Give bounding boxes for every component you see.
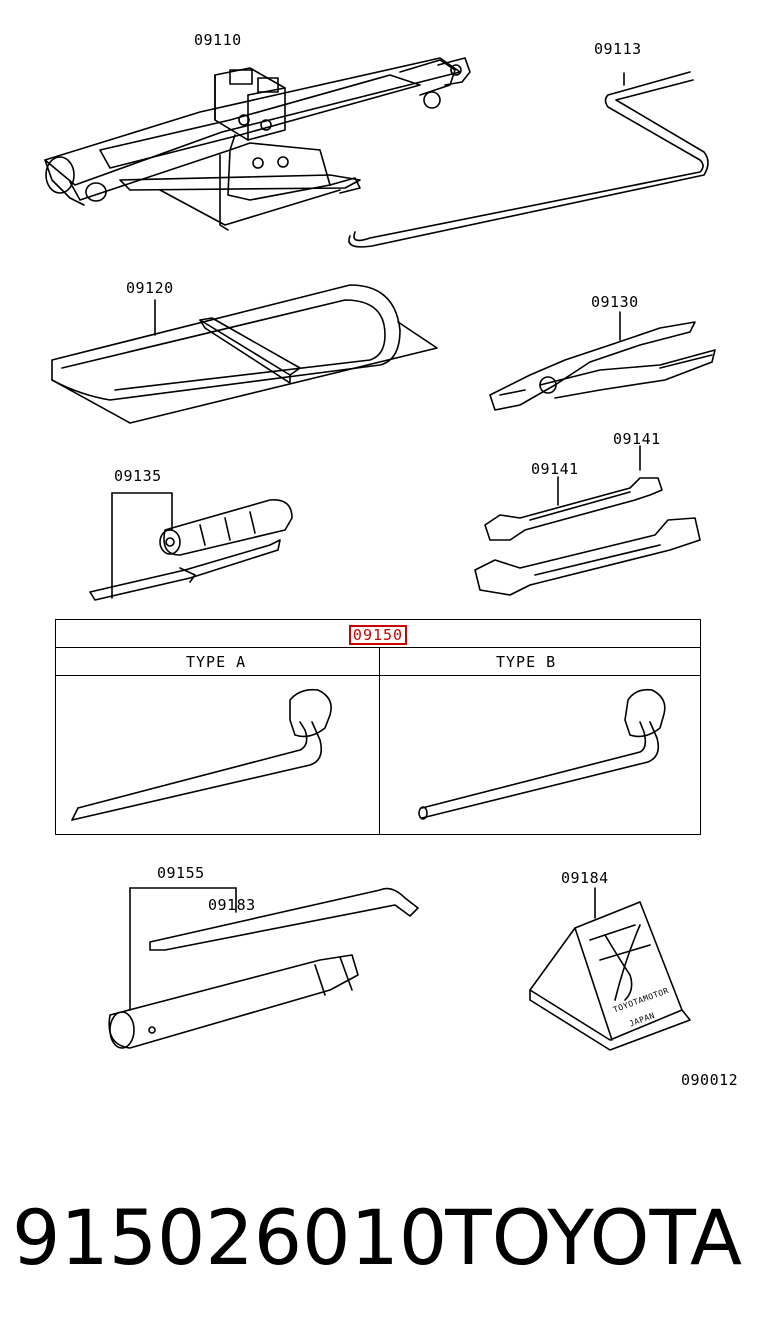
jack-handle-drawing: [348, 71, 709, 248]
part-label-jack: 09110: [194, 31, 242, 49]
lug-wrench-type-b-drawing: [418, 688, 666, 820]
footer-brand: TOYOTA: [445, 1193, 742, 1282]
type-a-label: TYPE A: [186, 653, 247, 671]
footer-title: 915026010 TOYOTA: [12, 1188, 752, 1288]
part-label-wrench-large: 09141: [531, 460, 579, 478]
part-label-screwdriver: 09135: [114, 467, 162, 485]
diagram-code: 090012: [681, 1071, 739, 1089]
screwdriver-drawing: [89, 492, 293, 601]
type-b-label: TYPE B: [496, 653, 557, 671]
pliers-drawing: [489, 311, 716, 411]
part-label-tool-bag: 09120: [126, 279, 174, 297]
tool-bag-drawing: [51, 284, 438, 424]
part-label-pliers: 09130: [591, 293, 639, 311]
lug-wrench-table: 09150 TYPE A TYPE B: [55, 619, 701, 835]
footer-part-number: 915026010: [12, 1193, 448, 1282]
part-label-wheel-chock: 09184: [561, 869, 609, 887]
table-divider: [379, 648, 380, 834]
highlighted-part-number[interactable]: 09150: [348, 625, 408, 645]
wrenches-drawing: [474, 445, 701, 596]
part-label-wrench-small: 09141: [613, 430, 661, 448]
part-label-socket-bar: 09155: [157, 864, 205, 882]
lug-wrench-type-a-drawing: [71, 688, 332, 821]
scissor-jack-drawing: [44, 57, 471, 231]
part-label-jack-handle: 09113: [594, 40, 642, 58]
part-label-handle-bar: 09183: [208, 896, 256, 914]
wheel-chock-drawing: [529, 887, 691, 1051]
socket-bar-drawing: [108, 887, 419, 1049]
table-header: 09150: [56, 620, 700, 648]
table-subheader: TYPE A TYPE B: [56, 648, 700, 676]
